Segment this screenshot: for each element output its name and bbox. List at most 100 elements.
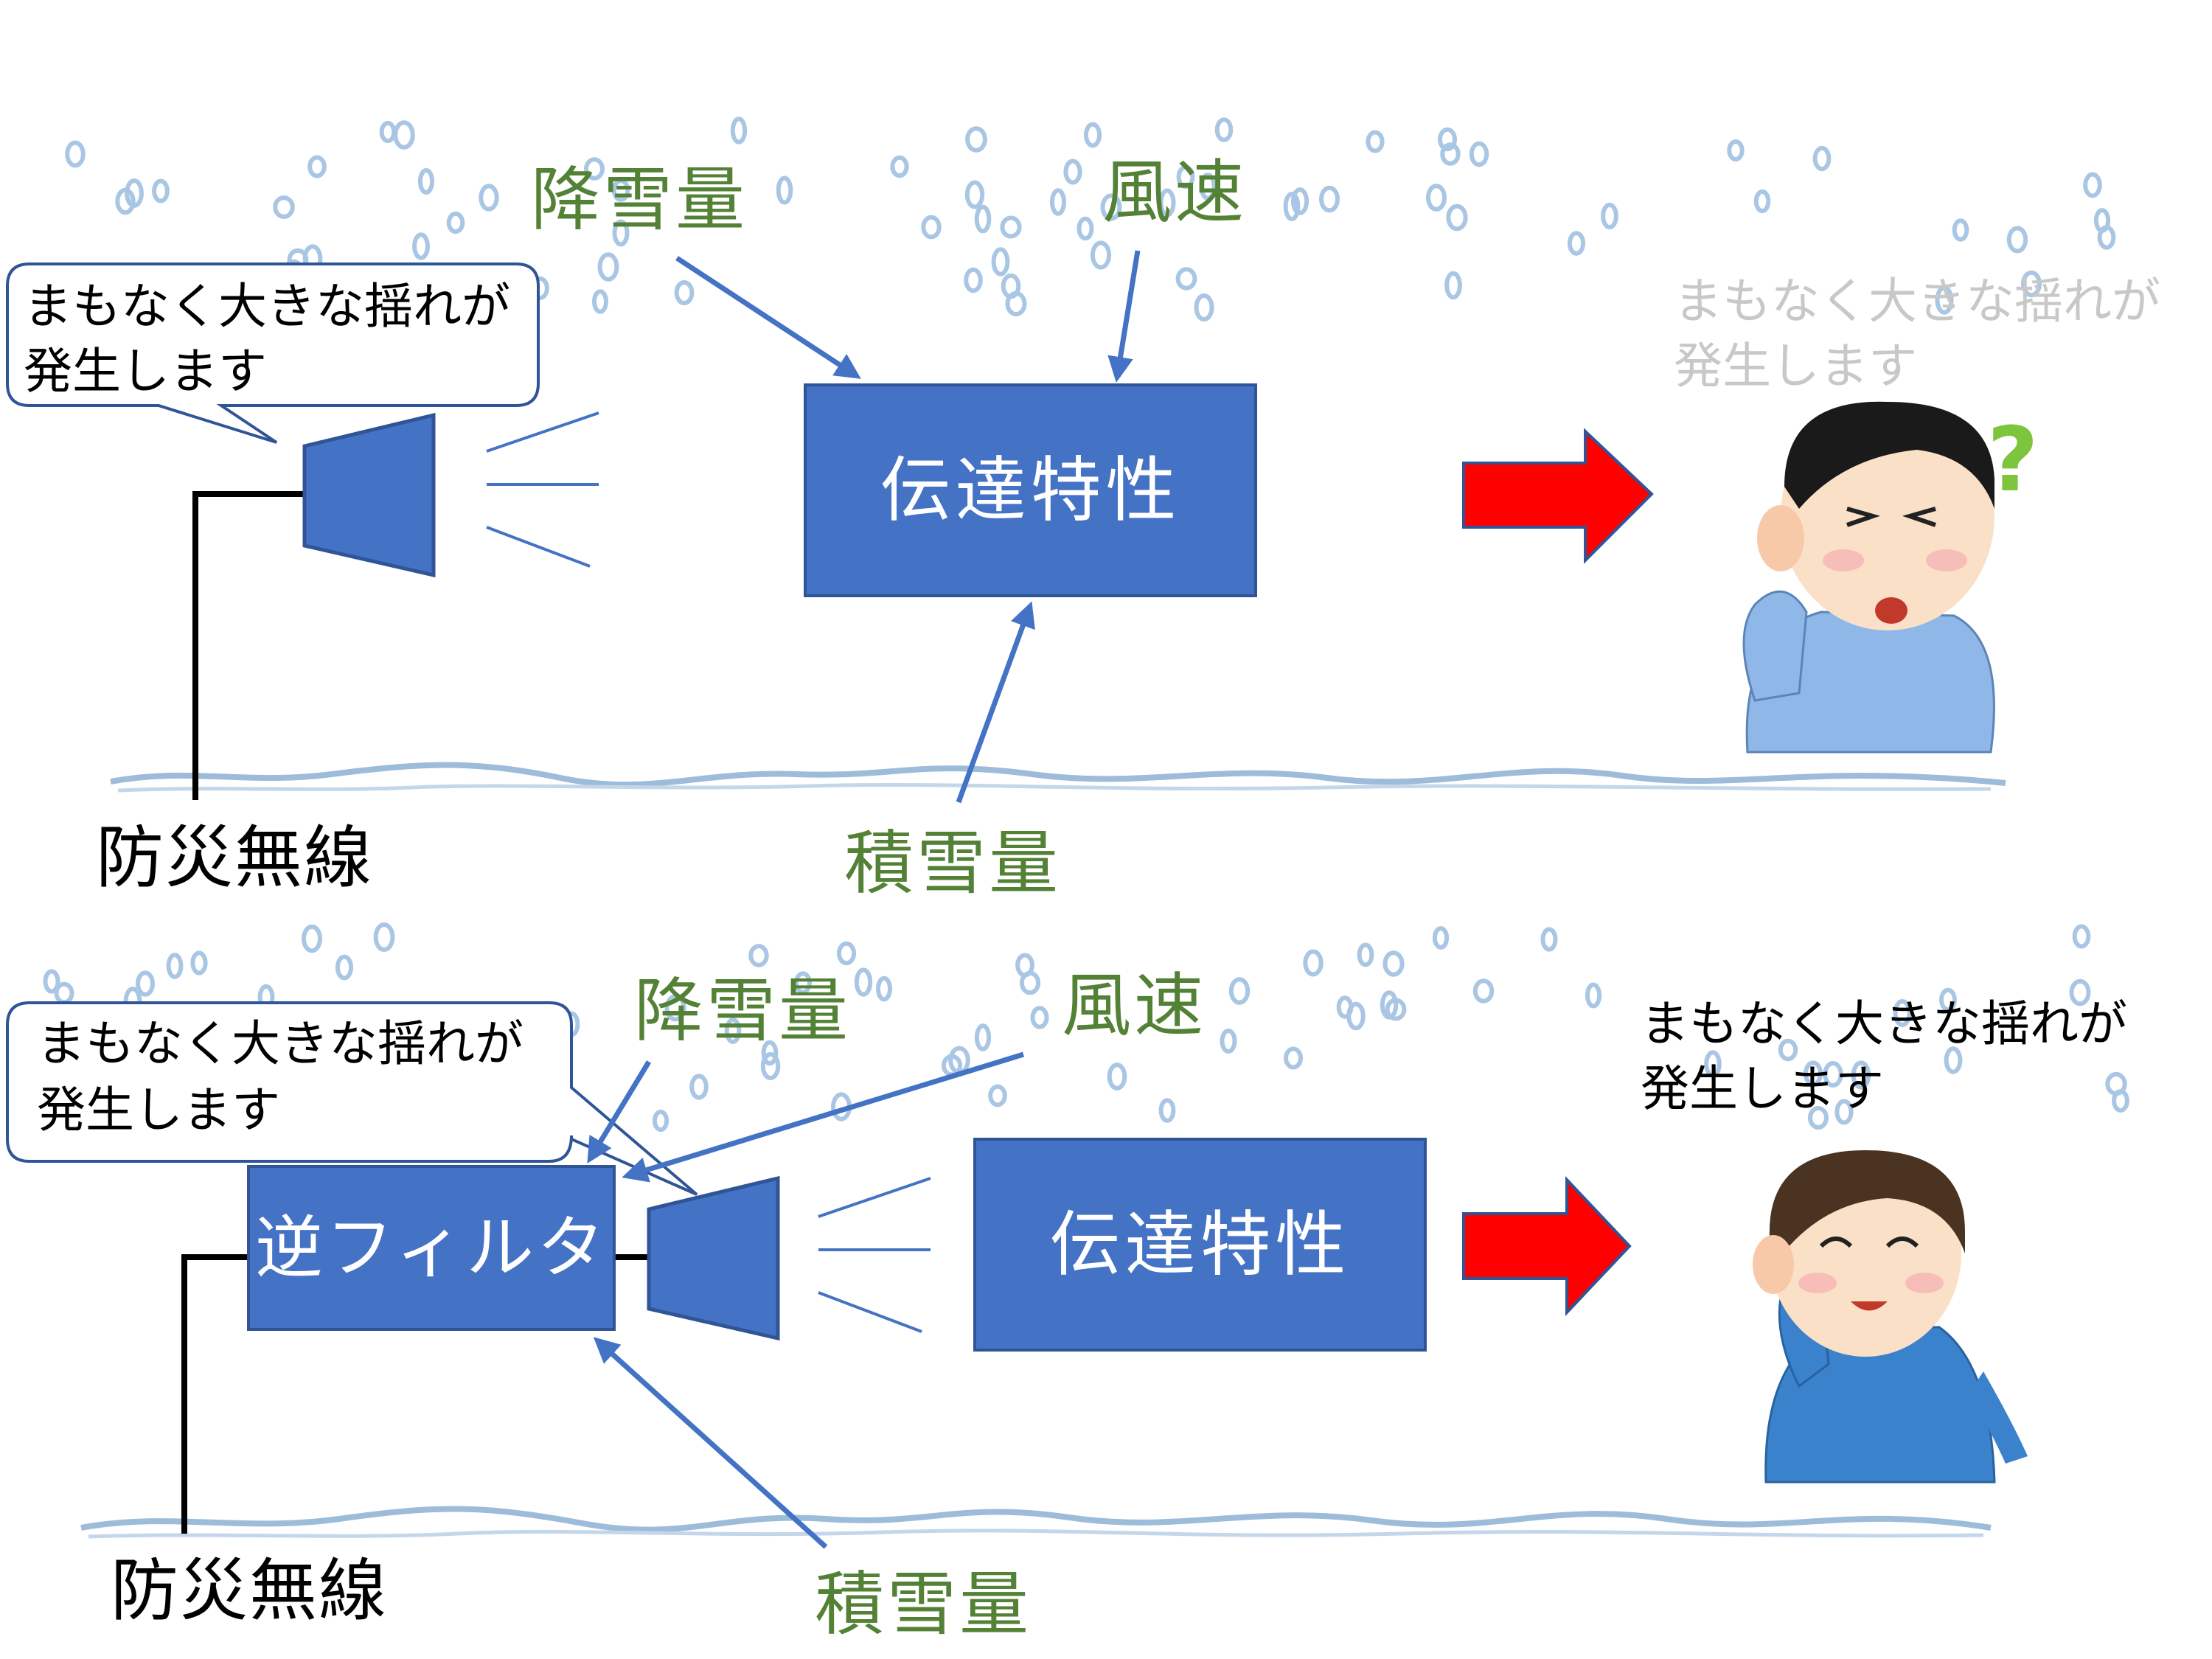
- snow-dot: [1019, 970, 1041, 995]
- snow-dot: [1385, 998, 1407, 1021]
- factor-arrows-top: [675, 250, 1141, 804]
- bubble-top-line2: 発生します: [24, 343, 267, 400]
- snow-dot: [1176, 164, 1195, 189]
- snow-dot: [974, 1023, 992, 1051]
- snow-dot: [1283, 192, 1301, 221]
- snow-dot: [1778, 1038, 1798, 1062]
- snow-dot: [1601, 202, 1618, 230]
- snow-dot: [166, 953, 184, 979]
- bubble-top-line1: まもなく大きな揺れが: [24, 278, 510, 335]
- snow-dot: [1199, 173, 1217, 201]
- speaker-top: [302, 412, 436, 578]
- big-arrow-bottom: [1462, 1175, 1632, 1317]
- snow-dot: [730, 116, 748, 145]
- snow-dot: [890, 155, 909, 178]
- snow-dot: [1567, 231, 1586, 256]
- snow-dot: [273, 195, 295, 219]
- snow-dot: [1090, 240, 1112, 270]
- snow-dot: [964, 180, 985, 209]
- factor-arrows-bottom: [587, 1051, 1025, 1549]
- transfer-block-top-label: 伝達特性: [880, 449, 1181, 532]
- snow-dot: [1284, 1046, 1303, 1070]
- label-wind-top: 風速: [1102, 153, 1248, 233]
- snow-dot: [748, 944, 769, 967]
- snow-dot: [417, 168, 435, 195]
- label-snow-depth-top: 積雪量: [844, 824, 1062, 904]
- snow-dot: [724, 1018, 742, 1044]
- snow-dot: [876, 975, 892, 1002]
- speaker-bottom: [647, 1175, 780, 1341]
- snow-dot: [2006, 226, 2028, 254]
- snow-dot: [584, 157, 605, 181]
- snow-dot: [1727, 139, 1745, 161]
- inverse-filter-block: 逆フィルタ: [247, 1165, 616, 1331]
- snow-dot: [597, 252, 619, 282]
- snow-dot: [1346, 1001, 1366, 1031]
- snow-dot: [1426, 184, 1447, 212]
- snow-dot: [612, 219, 630, 247]
- snow-dot: [1446, 204, 1468, 232]
- label-snowfall-top: 降雪量: [531, 160, 748, 240]
- snow-dot: [1303, 949, 1324, 977]
- snow-dot: [1005, 291, 1027, 317]
- svg-text:?: ?: [1987, 409, 2039, 512]
- snow-dot: [136, 970, 155, 997]
- snow-dot: [674, 280, 695, 305]
- snow-dot: [1935, 285, 1954, 315]
- snow-dot: [43, 969, 60, 994]
- snow-dot: [965, 126, 987, 153]
- snow-dot: [652, 1109, 669, 1133]
- speech-bubble-bottom: [6, 1001, 698, 1196]
- snow-dot: [689, 1074, 709, 1100]
- snow-dot: [988, 1084, 1007, 1107]
- snow-dot: [1357, 942, 1374, 967]
- snow-dot: [1194, 293, 1214, 322]
- snow-dot: [1585, 982, 1602, 1009]
- person-confused-icon: ?: [1742, 401, 2039, 754]
- snow-dot: [1438, 127, 1457, 152]
- snow-dot: [1808, 1106, 1829, 1130]
- snow-dot: [1432, 926, 1450, 950]
- snow-ground-bottom: [80, 1506, 1992, 1533]
- snow-dot: [1158, 1098, 1176, 1123]
- snow-dot: [1803, 1060, 1823, 1087]
- snow-dot: [335, 954, 354, 981]
- snow-dot: [379, 120, 397, 144]
- snow-dot: [1366, 130, 1385, 153]
- transfer-block-bottom: 伝達特性: [973, 1138, 1427, 1352]
- snow-dot: [1469, 141, 1489, 167]
- snow-dot: [307, 155, 327, 178]
- snow-dot: [1944, 1046, 1963, 1074]
- snow-dot: [393, 120, 415, 150]
- siren-pole-bottom: [181, 1254, 251, 1534]
- snow-dot: [1319, 185, 1340, 213]
- snow-dot: [760, 1051, 781, 1081]
- heard-top-line1: まもなく大きな揺れが: [1674, 273, 2160, 330]
- siren-label-top: 防災無線: [96, 818, 374, 897]
- snow-dot: [794, 971, 812, 995]
- snow-dot: [1100, 193, 1122, 221]
- snow-dot: [1107, 1062, 1127, 1091]
- transfer-block-bottom-label: 伝達特性: [1049, 1203, 1351, 1286]
- snow-dot: [1540, 927, 1558, 952]
- snow-dot: [1472, 978, 1495, 1004]
- snow-dot: [1158, 188, 1176, 218]
- snow-dot: [1050, 188, 1066, 216]
- snow-dot: [1753, 189, 1771, 214]
- snow-dot: [65, 140, 86, 168]
- heard-bottom-line2: 発生します: [1641, 1060, 1884, 1117]
- label-snowfall-bottom: 降雪量: [634, 971, 852, 1051]
- snow-dot: [125, 178, 144, 208]
- bubble-bottom-line2: 発生します: [37, 1082, 280, 1138]
- snow-dot: [1939, 987, 1957, 1012]
- snow-dot: [1290, 187, 1310, 215]
- snow-dot: [479, 184, 499, 212]
- heard-bottom-line1: まもなく大きな揺れが: [1641, 995, 2127, 1052]
- snow-dot: [1000, 215, 1022, 239]
- snow-dot: [991, 247, 1010, 276]
- snow-dot: [1893, 999, 1912, 1027]
- snow-dot: [190, 950, 208, 975]
- snow-dot: [412, 232, 430, 260]
- sound-lines-top: [486, 411, 599, 568]
